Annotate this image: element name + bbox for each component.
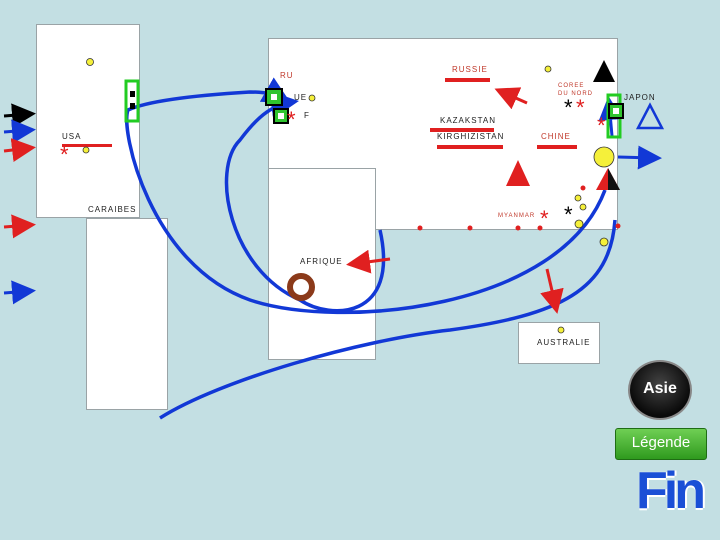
arrow-left-red-1 — [3, 138, 36, 162]
square-europe-1-inner — [271, 94, 277, 100]
bar-chine — [537, 145, 577, 149]
square-japan-inner — [613, 108, 619, 114]
triangle-red-chine — [506, 160, 530, 186]
triangle-blue-outline-japon — [635, 102, 665, 130]
black-square-americas — [130, 91, 135, 97]
dot-australie — [557, 326, 565, 334]
label-afrique: AFRIQUE — [300, 257, 343, 266]
label-f: F — [304, 111, 310, 120]
arrow-red-australie — [540, 268, 564, 314]
reddot-3 — [515, 225, 521, 231]
label-russie: RUSSIE — [452, 65, 488, 74]
bar-russie — [445, 78, 490, 82]
label-ue: UE — [294, 93, 308, 102]
star-usa: * — [60, 142, 69, 167]
ring-afrique — [287, 273, 315, 301]
dot-usa — [82, 146, 90, 154]
dot-chine-big — [593, 146, 615, 168]
arrow-red-coree — [494, 87, 528, 110]
fin-button[interactable]: Fin — [636, 462, 706, 520]
label-ru: RU — [280, 71, 294, 80]
flow-curve-africa-to-europe — [224, 90, 386, 313]
square-europe-2-inner — [278, 113, 284, 119]
dot-americas-top — [86, 58, 94, 66]
reddot-6 — [615, 223, 621, 229]
star-myanmar-red: * — [540, 206, 549, 231]
panel-americas — [36, 24, 140, 218]
arrow-left-red-2 — [3, 214, 36, 239]
bar-usa — [62, 144, 112, 147]
asie-button[interactable]: Asie — [628, 360, 692, 420]
label-chine: CHINE — [541, 132, 571, 141]
label-coree-line1: COREE — [558, 83, 585, 89]
arrow-left-blue-2 — [3, 280, 36, 305]
star-coree-1: * — [564, 95, 573, 120]
arrow-left-black — [3, 103, 36, 128]
reddot-1 — [417, 225, 423, 231]
green-marker-americas — [124, 79, 140, 123]
legende-button[interactable]: Légende — [615, 428, 707, 460]
panel-australia — [518, 322, 600, 364]
arrow-red-afrique — [346, 249, 391, 274]
dot-myanmar-2 — [579, 203, 587, 211]
bar-kirghizistan — [437, 145, 503, 149]
reddot-2 — [467, 225, 473, 231]
reddot-5 — [580, 185, 586, 191]
dot-myanmar-4 — [599, 237, 609, 247]
triangle-black-half-east — [608, 168, 620, 190]
arrow-left-blue-1 — [3, 119, 36, 144]
label-usa: USA — [62, 132, 82, 141]
triangle-black-coree — [593, 60, 615, 82]
flow-curve-southamerica-loop — [159, 219, 617, 420]
dot-ue — [308, 94, 316, 102]
label-coree-line2: DU NORD — [558, 91, 593, 97]
arrow-blue-china-east — [617, 145, 662, 170]
flow-curve-asia-to-europe — [125, 77, 607, 315]
dot-russie — [544, 65, 552, 73]
dot-myanmar-1 — [574, 194, 582, 202]
reddot-4 — [537, 225, 543, 231]
label-caraibes: CARAIBES — [88, 205, 137, 214]
star-japon: * — [597, 113, 606, 138]
label-myanmar: MYANMAR — [498, 213, 536, 219]
star-f: * — [287, 107, 296, 132]
dot-myanmar-3 — [574, 219, 584, 229]
panel-south-america — [86, 218, 168, 410]
star-coree-2: * — [576, 95, 585, 120]
label-kirghizistan: KIRGHIZISTAN — [437, 132, 505, 141]
label-australie: AUSTRALIE — [537, 338, 591, 347]
label-kazakstan: KAZAKSTAN — [440, 116, 496, 125]
bar-kazakstan — [430, 128, 494, 132]
star-myanmar-black: * — [564, 202, 573, 227]
label-japon: JAPON — [624, 93, 656, 102]
black-square-americas-2 — [130, 103, 135, 109]
